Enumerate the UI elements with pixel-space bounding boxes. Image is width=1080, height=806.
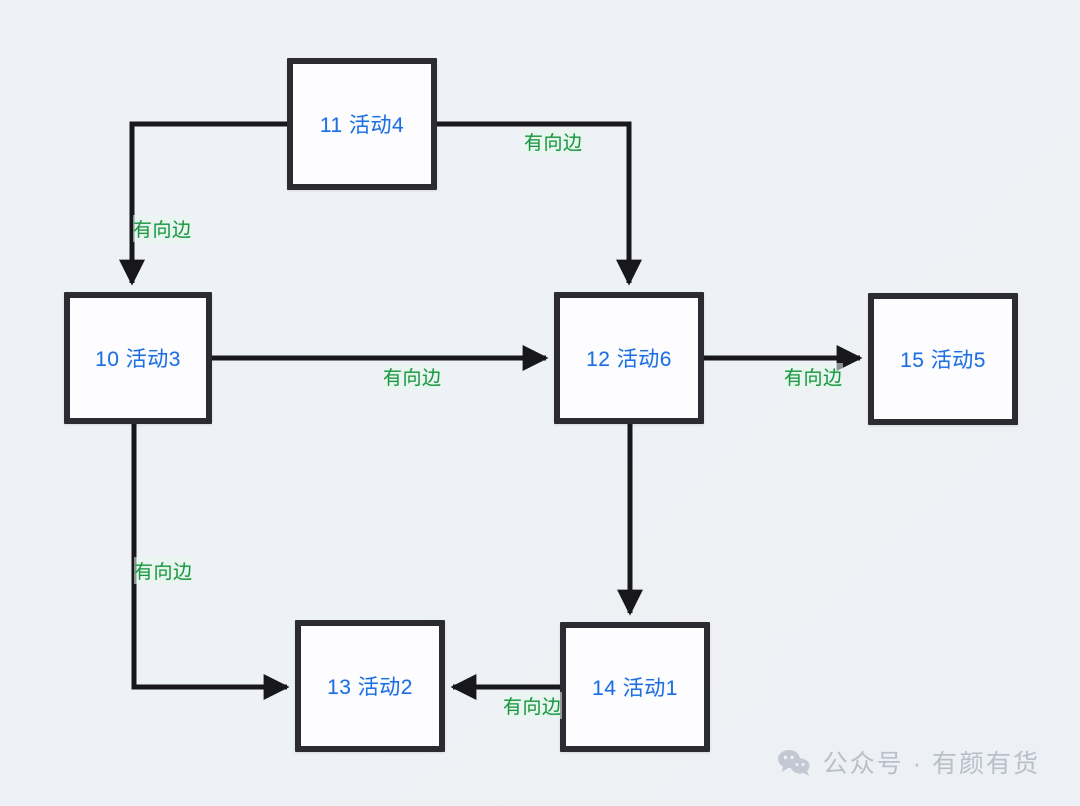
- node-14[interactable]: 14 活动1: [560, 622, 710, 752]
- node-13[interactable]: 13 活动2: [295, 620, 445, 752]
- node-13-label: 13 活动2: [327, 676, 413, 699]
- node-12-label: 12 活动6: [586, 348, 672, 371]
- edge-label-11-to-10: 有向边: [133, 215, 192, 242]
- edge-label-11-to-12: 有向边: [524, 128, 583, 155]
- node-11-label: 11 活动4: [319, 114, 405, 137]
- edge-label-14-to-13: 有向边: [503, 692, 562, 719]
- node-10-label: 10 活动3: [95, 348, 181, 371]
- node-15-label: 15 活动5: [900, 349, 986, 372]
- node-14-label: 14 活动1: [592, 677, 678, 700]
- watermark: 公众号 · 有颜有货: [777, 744, 1040, 780]
- node-15[interactable]: 15 活动5: [868, 293, 1018, 425]
- edge-11-to-12: [437, 121, 642, 286]
- edge-11-to-10: [119, 121, 287, 286]
- watermark-text: 公众号 · 有颜有货: [822, 750, 1040, 778]
- edge-label-12-to-15: 有向边: [784, 363, 843, 390]
- node-12[interactable]: 12 活动6: [554, 292, 704, 424]
- node-10[interactable]: 10 活动3: [64, 292, 212, 424]
- edge-label-10-to-12: 有向边: [383, 363, 442, 390]
- wechat-icon: [777, 748, 811, 776]
- edge-label-10-to-13: 有向边: [134, 557, 193, 584]
- node-11[interactable]: 11 活动4: [287, 58, 437, 190]
- edge-10-to-13: [131, 424, 290, 700]
